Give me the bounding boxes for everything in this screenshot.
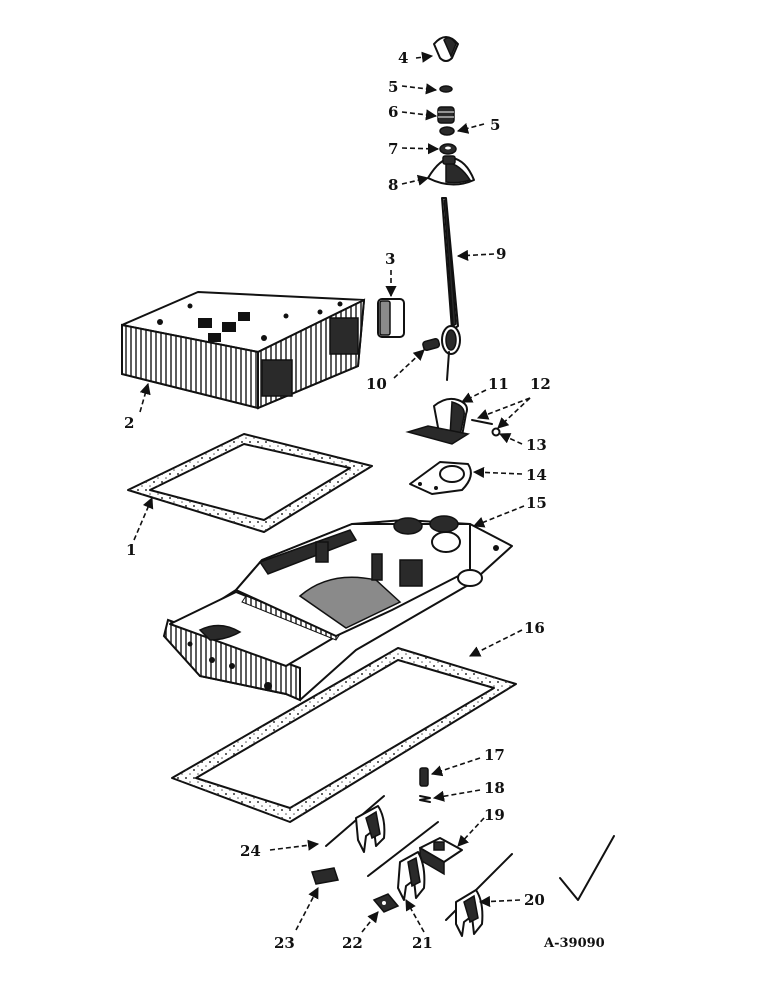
callout-5-upper: 5 xyxy=(388,78,398,96)
part-housing-gasket xyxy=(409,461,472,495)
part-lever-cap xyxy=(427,155,475,186)
check-mark xyxy=(559,835,615,901)
callout-18: 18 xyxy=(484,779,505,797)
callout-21: 21 xyxy=(412,934,433,952)
callout-15: 15 xyxy=(526,494,547,512)
callout-9: 9 xyxy=(496,245,506,263)
part-shift-housing xyxy=(405,397,470,445)
part-spring xyxy=(437,106,455,124)
callout-4: 4 xyxy=(398,49,408,67)
callout-2: 2 xyxy=(124,414,134,432)
part-gasket-large xyxy=(171,647,517,823)
callout-labels: 4 5 6 5 7 8 9 3 10 11 12 13 14 15 16 2 1… xyxy=(124,49,605,952)
part-transmission-housing xyxy=(162,515,513,702)
part-housing-pin xyxy=(471,419,493,425)
part-small-ring-lower xyxy=(439,126,455,136)
callout-24: 24 xyxy=(240,842,261,860)
part-pivot-pin xyxy=(422,337,441,351)
callout-22: 22 xyxy=(342,934,363,952)
callout-3: 3 xyxy=(385,250,395,268)
part-shift-block xyxy=(419,837,463,876)
part-knob xyxy=(433,36,459,62)
part-shift-rail-middle xyxy=(367,821,439,901)
callout-6: 6 xyxy=(388,103,398,121)
part-top-cover xyxy=(121,291,366,410)
callout-14: 14 xyxy=(526,466,547,484)
callout-7: 7 xyxy=(388,140,398,158)
callout-10: 10 xyxy=(366,375,387,393)
part-key xyxy=(311,867,339,885)
callout-11: 11 xyxy=(488,375,509,393)
drawing-reference-code: A-39090 xyxy=(543,936,605,951)
callout-17: 17 xyxy=(484,746,505,764)
part-detent-spring xyxy=(419,795,431,803)
callout-1: 1 xyxy=(126,541,136,559)
part-shift-rail-lower xyxy=(445,853,513,937)
callout-5-lower: 5 xyxy=(490,116,500,134)
part-retaining-ring xyxy=(491,427,501,437)
part-washer xyxy=(439,143,457,155)
part-lock-plate xyxy=(372,893,400,913)
part-small-ring-upper xyxy=(439,85,453,93)
callout-20: 20 xyxy=(524,891,545,909)
callout-23: 23 xyxy=(274,934,295,952)
callout-19: 19 xyxy=(484,806,505,824)
leader-lines xyxy=(133,51,531,933)
part-shift-lever xyxy=(441,197,461,381)
part-gasket-small xyxy=(127,433,373,533)
callout-12: 12 xyxy=(530,375,551,393)
callout-8: 8 xyxy=(388,176,398,194)
part-plate-cover xyxy=(377,298,405,338)
part-shift-rail-upper xyxy=(325,795,386,853)
part-detent-pin xyxy=(419,767,429,787)
callout-16: 16 xyxy=(524,619,545,637)
callout-13: 13 xyxy=(526,436,547,454)
